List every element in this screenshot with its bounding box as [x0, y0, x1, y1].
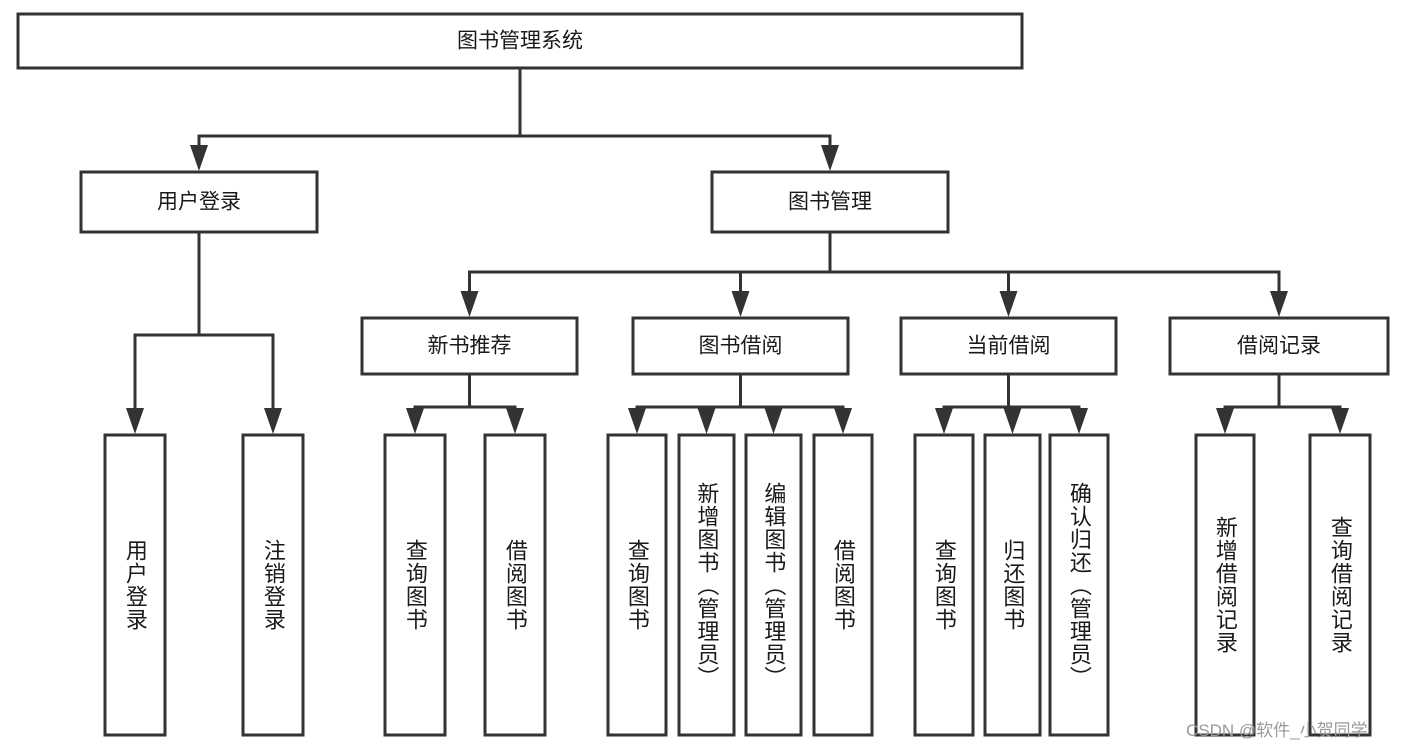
arrow-head-icon-borrow-record [1270, 291, 1288, 317]
node-box-leaf-confirm-return[interactable] [1048, 433, 1110, 737]
arrow-head-icon-book-borrow [731, 291, 750, 317]
node-box-leaf-borrow-book[interactable] [812, 433, 874, 737]
node-box-leaf-query-book-borrow[interactable] [606, 433, 668, 737]
node-box-leaf-borrow-book-rec[interactable] [483, 433, 547, 737]
node-label-current-borrow: 当前借阅 [967, 335, 1051, 358]
node-box-leaf-query-book-cur[interactable] [913, 433, 975, 737]
node-box-root[interactable] [16, 12, 1024, 70]
arrow-head-icon-leaf-edit-book [764, 408, 783, 434]
node-label-root: 图书管理系统 [457, 30, 583, 53]
node-box-leaf-return-book[interactable] [983, 433, 1042, 737]
arrow-head-icon-leaf-borrow-book [834, 408, 852, 434]
arrow-head-icon-user-login [190, 145, 208, 171]
csdn-watermark: CSDN @软件_小贺同学 [1186, 721, 1368, 740]
arrow-head-icon-leaf-add-book [697, 408, 716, 434]
node-box-leaf-query-record[interactable] [1308, 433, 1372, 737]
arrow-head-icon-leaf-query-record [1331, 408, 1349, 434]
node-label-book-manage: 图书管理 [788, 191, 872, 214]
node-box-leaf-add-book[interactable] [677, 433, 736, 737]
arrow-head-icon-leaf-query-book-borrow [628, 408, 646, 434]
arrow-head-icon-leaf-query-book-rec [406, 408, 424, 434]
node-box-leaf-add-record[interactable] [1194, 433, 1256, 737]
node-box-leaf-query-book-rec[interactable] [383, 433, 447, 737]
node-boxes [16, 12, 1390, 737]
node-box-leaf-user-login[interactable] [103, 433, 167, 737]
arrow-head-icon-leaf-add-record [1216, 408, 1234, 434]
node-box-book-borrow[interactable] [631, 316, 850, 376]
arrow-head-icon-leaf-logout [264, 408, 282, 434]
node-label-book-borrow: 图书借阅 [699, 335, 783, 358]
arrow-head-icon-leaf-return-book [1003, 408, 1022, 434]
node-label-borrow-record: 借阅记录 [1237, 335, 1321, 358]
arrow-head-icon-leaf-query-book-cur [935, 408, 953, 434]
node-label-user-login: 用户登录 [157, 191, 241, 214]
arrow-head-icon-new-book-recommend [460, 291, 479, 317]
node-box-leaf-logout[interactable] [241, 433, 305, 737]
arrow-head-icon-leaf-confirm-return [1070, 408, 1088, 434]
node-box-book-manage[interactable] [710, 170, 950, 234]
node-box-user-login[interactable] [79, 170, 319, 234]
arrow-head-icon-leaf-user-login [126, 408, 144, 434]
node-label-new-book-recommend: 新书推荐 [428, 335, 512, 358]
arrow-head-icon-current-borrow [999, 291, 1018, 317]
node-box-new-book-recommend[interactable] [360, 316, 579, 376]
connector-arrowheads [126, 145, 1349, 434]
node-box-leaf-edit-book[interactable] [744, 433, 803, 737]
node-box-current-borrow[interactable] [899, 316, 1118, 376]
arrow-head-icon-leaf-borrow-book-rec [506, 408, 524, 434]
node-box-borrow-record[interactable] [1168, 316, 1390, 376]
arrow-head-icon-book-manage [821, 145, 839, 171]
